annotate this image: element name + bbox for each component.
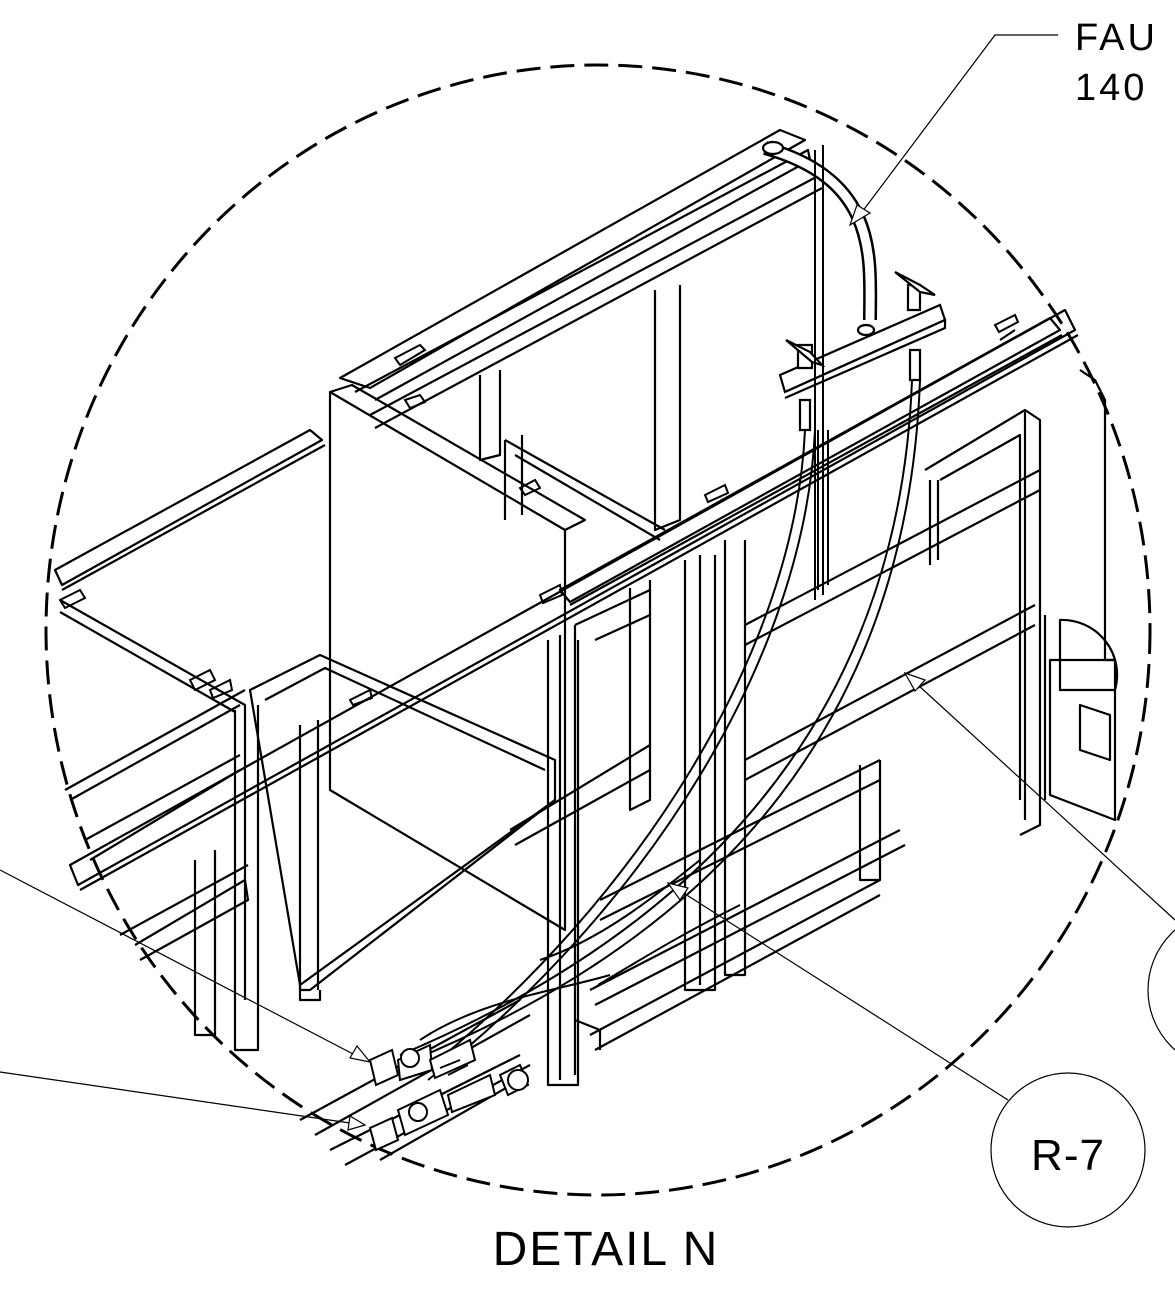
faucet (761, 140, 947, 432)
supply-hoses (399, 145, 921, 1081)
detail-title: DETAIL N (493, 1223, 720, 1276)
detail-boundary-circle (44, 63, 1152, 1197)
faucet-callout-line2: 140 (1075, 67, 1147, 109)
fasteners (58, 313, 1020, 707)
callout-balloon-r7 (990, 1072, 1146, 1228)
shutoff-valves (368, 1038, 530, 1152)
faucet-callout-line1: FAU (1075, 17, 1158, 59)
leader-lines (0, 34, 1175, 1131)
callout-label-r7: R-7 (1031, 1131, 1105, 1180)
callout-balloon-right (1147, 929, 1175, 1051)
frame-assembly (53, 128, 1119, 1166)
